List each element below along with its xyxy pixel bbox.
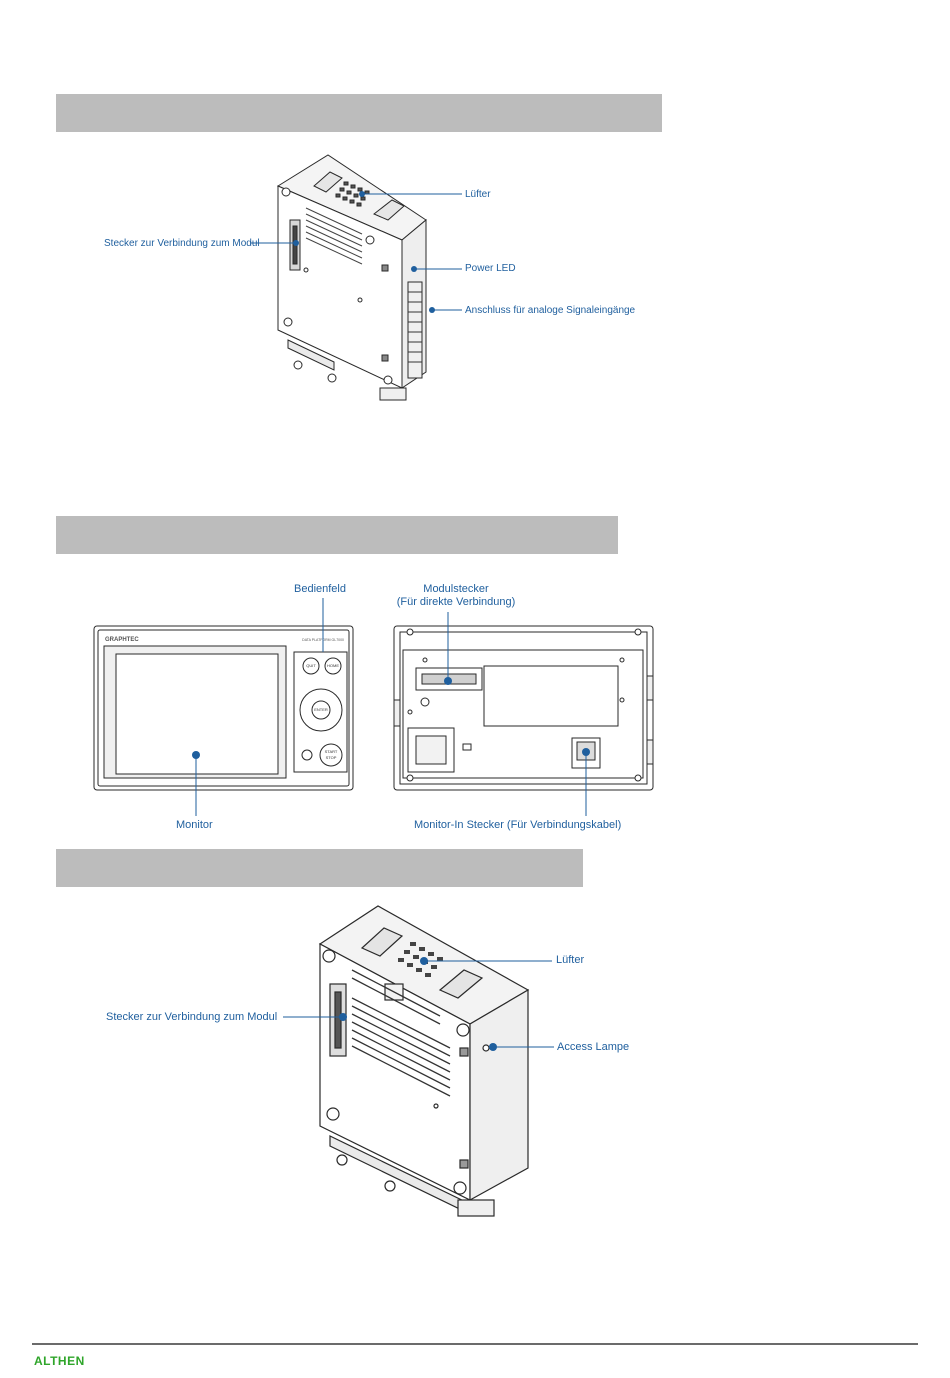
label-monitor-in: Monitor-In Stecker (Für Verbindungskabel… bbox=[414, 819, 622, 831]
label-access-lamp: Access Lampe bbox=[557, 1041, 630, 1053]
section-header-band-3 bbox=[56, 849, 583, 887]
section-header-band-2 bbox=[56, 516, 618, 554]
althen-logo: ALTHEN bbox=[34, 1354, 85, 1368]
brand-text: GRAPHTEC bbox=[105, 637, 139, 643]
label-module-plug-line2: (Für direkte Verbindung) bbox=[396, 596, 516, 608]
label-module-plug-line1: Modulstecker bbox=[423, 583, 489, 595]
label-fan-3: Lüfter bbox=[556, 954, 585, 966]
label-power-led: Power LED bbox=[465, 263, 516, 274]
label-control-panel: Bedienfeld bbox=[294, 583, 346, 595]
footer-divider bbox=[32, 1343, 918, 1345]
label-module-plug: Modulstecker (Für direkte Verbindung) bbox=[386, 583, 526, 609]
label-module-connector-1: Stecker zur Verbindung zum Modul bbox=[104, 238, 260, 249]
label-analog-inputs: Anschluss für analoge Signaleingänge bbox=[465, 305, 636, 316]
section-header-band-1 bbox=[56, 94, 662, 132]
label-monitor: Monitor bbox=[176, 819, 213, 831]
home-button-text: HOME bbox=[327, 663, 339, 668]
start-button-text: START bbox=[325, 749, 338, 754]
quit-button-text: QUIT bbox=[306, 663, 316, 668]
stop-button-text: STOP bbox=[326, 755, 337, 760]
label-fan-1: Lüfter bbox=[465, 189, 491, 200]
label-module-connector-3: Stecker zur Verbindung zum Modul bbox=[106, 1011, 278, 1023]
enter-button-text: ENTER bbox=[314, 707, 328, 712]
